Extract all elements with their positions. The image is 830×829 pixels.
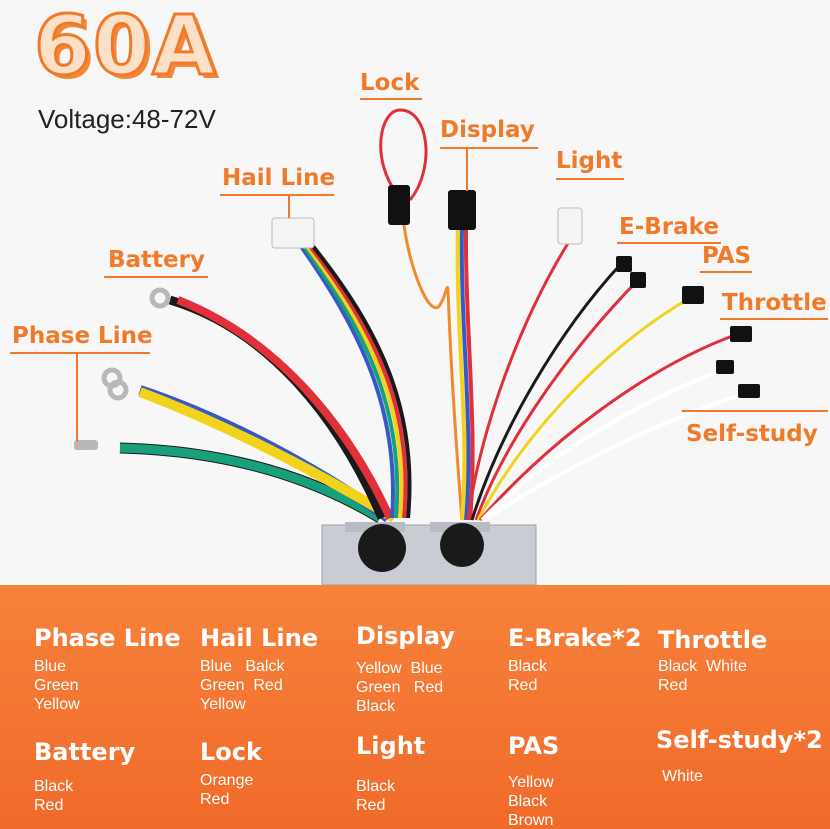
leader-battery [104,276,208,278]
current-rating-title: 60A [33,0,218,94]
leader-hail-line [220,194,334,196]
voltage-label: Voltage:48-72V [38,104,216,134]
leader-phase-line [10,352,150,354]
spec-e-brake: E-Brake*2 Black Red [508,625,642,695]
spec-color: Black White [658,658,747,676]
spec-color: Yellow Blue [356,660,443,678]
label-pas: PAS [702,243,752,269]
spec-title: Battery [34,738,136,766]
spec-color: Black [356,698,396,716]
spec-color: Red [34,797,64,815]
wire-color-spec-panel: Phase Line Blue Green Yellow Hail Line B… [0,585,830,829]
leader-pas [700,271,752,273]
label-lock: Lock [360,70,420,96]
label-hail-line: Hail Line [222,165,336,191]
leader-phase-line-v [76,352,78,442]
spec-title: Throttle [658,626,768,654]
spec-title: Hail Line [200,624,318,652]
label-throttle: Throttle [722,290,827,316]
spec-color: Red [508,677,538,695]
spec-title: Light [356,732,426,760]
spec-color: Black [34,778,74,796]
spec-title: Phase Line [34,624,181,652]
spec-color: Red [356,797,386,815]
spec-title: PAS [508,732,560,760]
spec-title: Lock [200,738,262,766]
controller-wiring-photo [74,108,760,585]
spec-color: Black [508,658,548,676]
spec-color: Black [508,793,548,811]
spec-pas: PAS Yellow Black Brown [508,733,559,829]
label-self-study: Self-study [686,421,818,447]
label-e-brake: E-Brake [619,214,719,240]
spec-lock: Lock Orange Red [200,739,262,809]
label-display: Display [440,117,535,143]
spec-color: Green Red [356,679,444,697]
spec-color: Orange [200,772,254,790]
leader-display [440,147,538,149]
spec-phase-line: Phase Line Blue Green Yellow [34,625,181,714]
spec-light: Light Black Red [356,733,425,815]
spec-color: Green Red [200,677,283,695]
spec-hail-line: Hail Line Blue Balck Green Red Yellow [200,625,318,714]
spec-color: Brown [508,812,554,829]
spec-throttle: Throttle Black White Red [658,627,767,695]
spec-color: Red [200,791,230,809]
spec-color: Yellow [508,774,554,792]
leader-e-brake [617,242,721,244]
label-battery: Battery [108,247,205,273]
leader-hail-line-v [288,194,290,218]
spec-color: Yellow [34,696,80,714]
label-phase-line: Phase Line [12,323,153,349]
spec-self-study: Self-study*2 White [656,727,823,786]
leader-throttle [720,318,828,320]
spec-battery: Battery Black Red [34,739,135,815]
spec-title: Self-study*2 [656,726,823,754]
spec-color: Blue Balck [200,658,285,676]
spec-color: Green [34,677,79,695]
leader-display-v [466,147,468,191]
spec-display: Display Yellow Blue Green Red Black [356,623,455,716]
label-light: Light [556,148,623,174]
spec-title: E-Brake*2 [508,624,642,652]
spec-title: Display [356,622,455,650]
leader-self-study [682,410,828,412]
spec-color: White [662,768,703,786]
spec-color: Black [356,778,396,796]
leader-lock [360,98,422,100]
spec-color: Yellow [200,696,246,714]
spec-color: Red [658,677,688,695]
leader-light [556,178,624,180]
spec-color: Blue [34,658,67,676]
